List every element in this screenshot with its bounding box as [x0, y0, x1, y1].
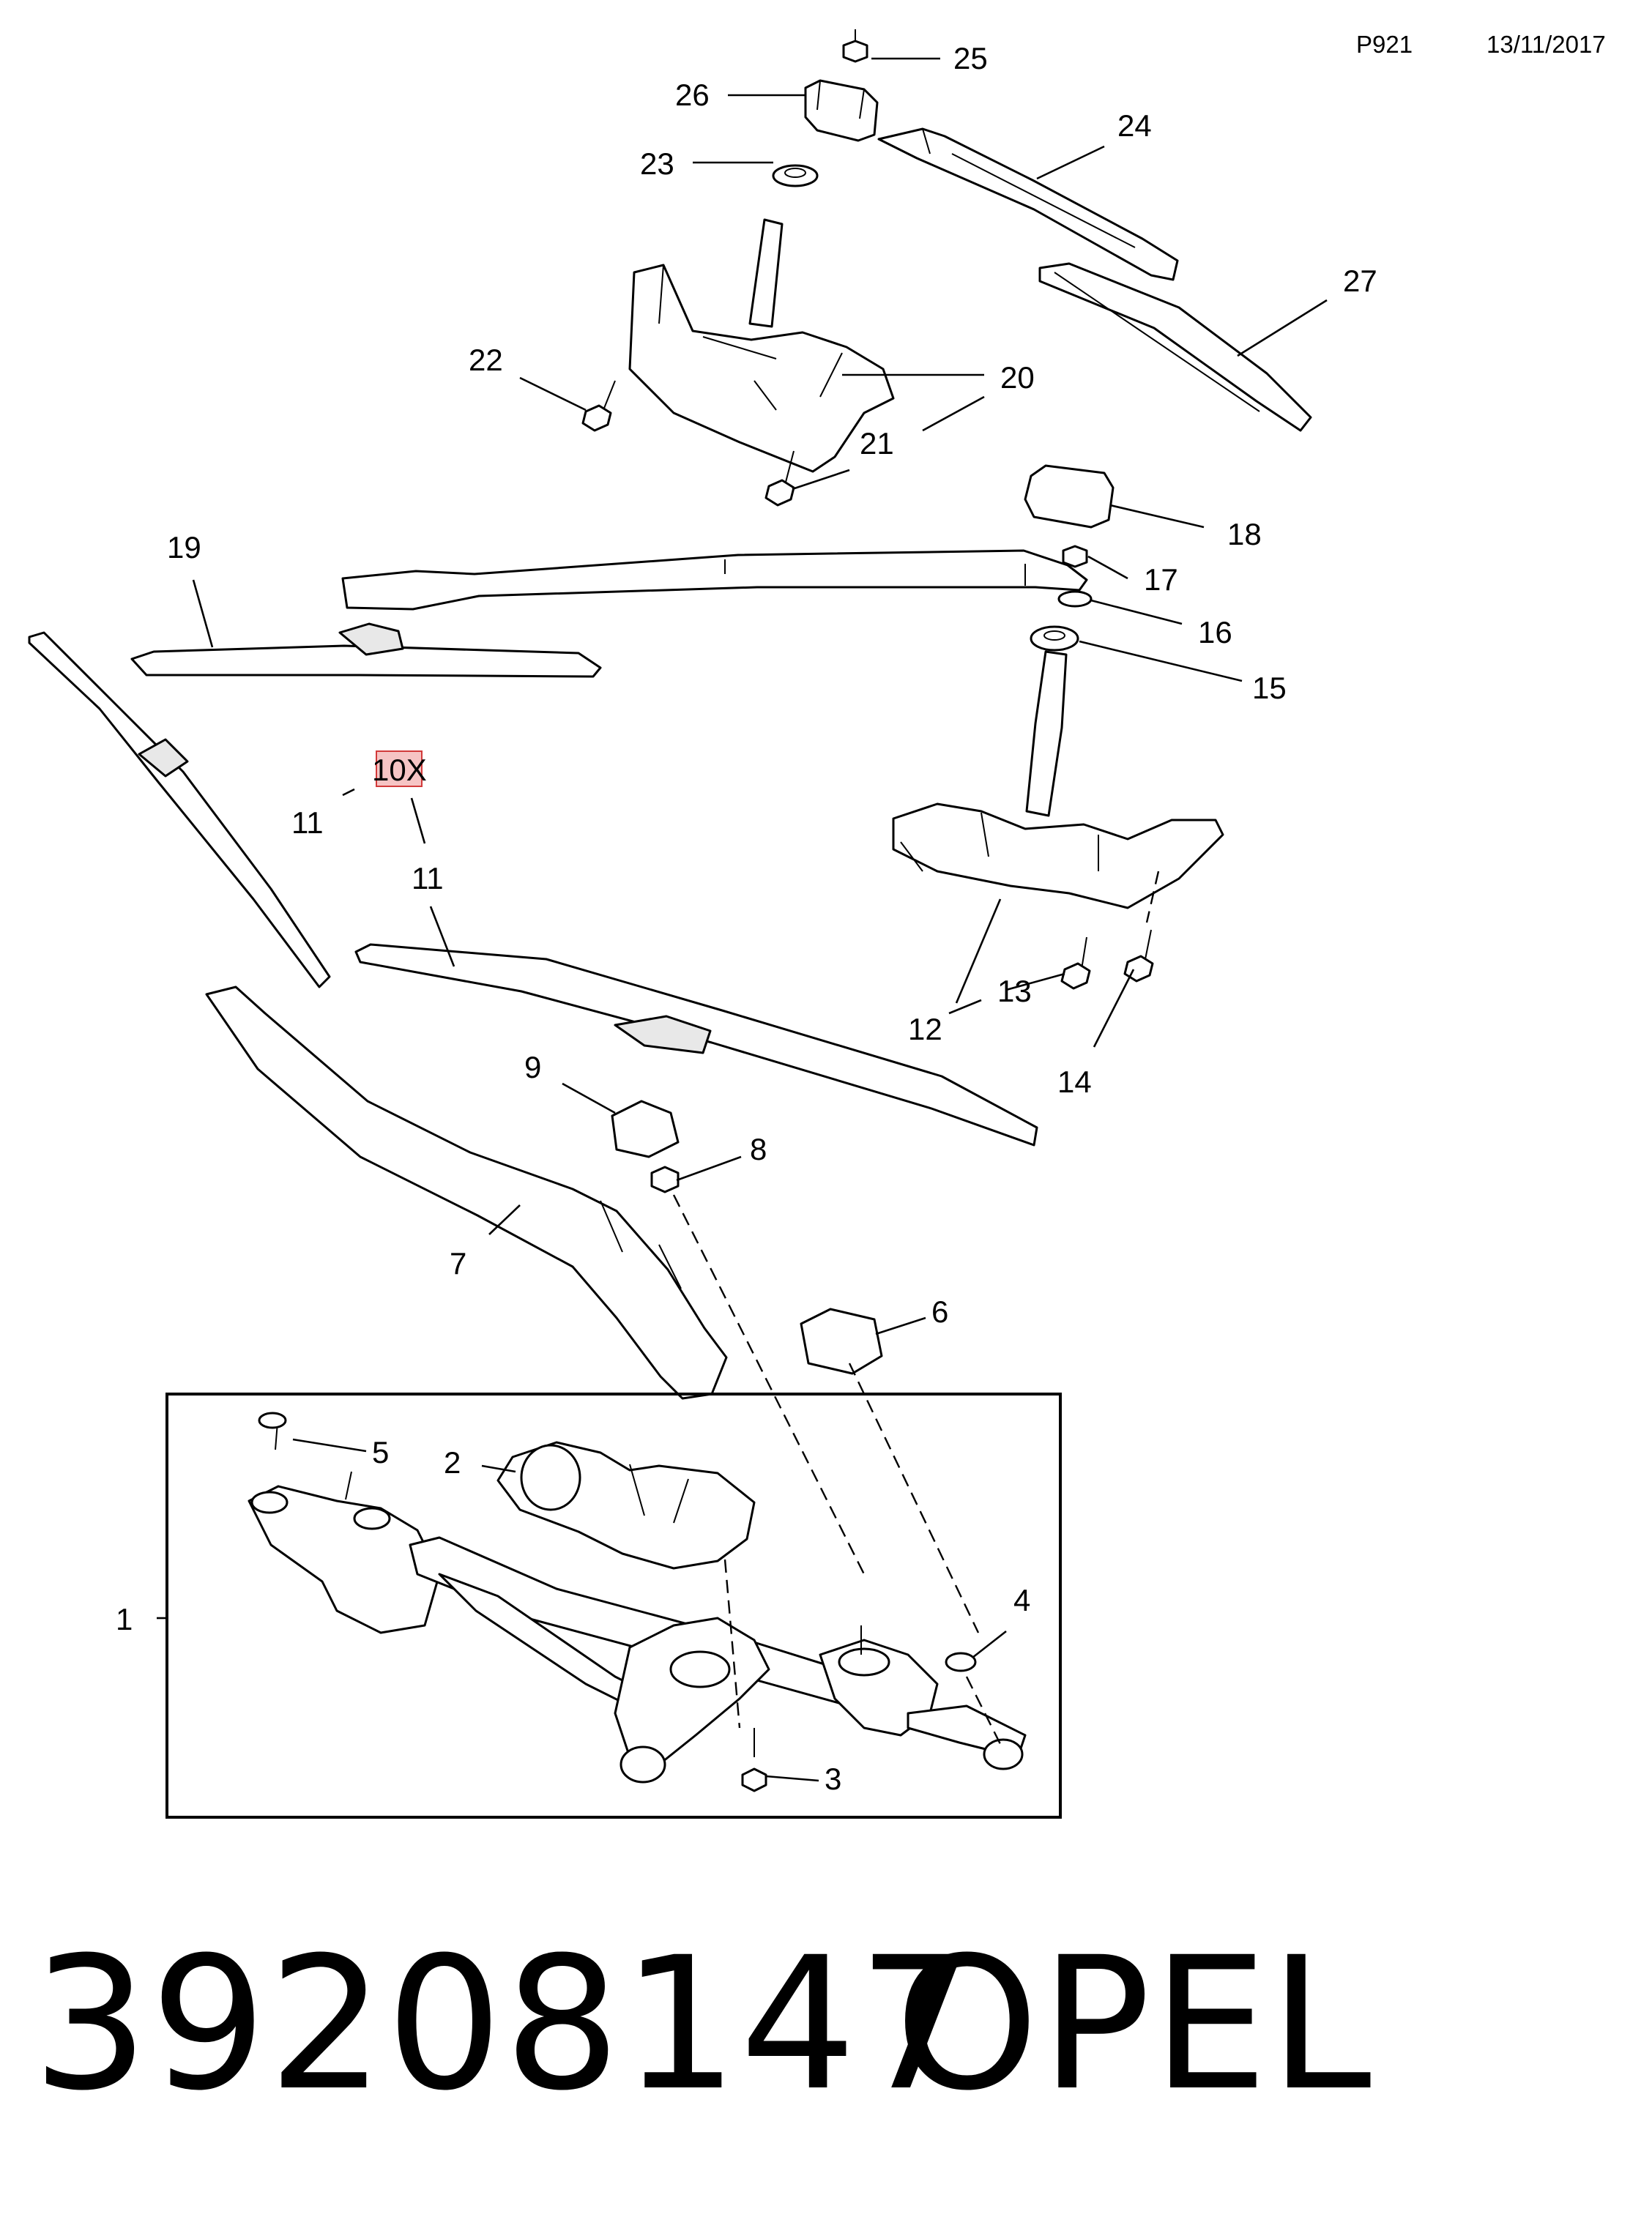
callout-9: 9 [524, 1050, 541, 1084]
part-26-cap [804, 79, 879, 142]
part-14-bolt [1123, 929, 1154, 983]
part-8-nut [650, 1166, 680, 1193]
part-22-bolt [581, 380, 616, 432]
leaders-front-right [192, 504, 1243, 1048]
part-11-blade-left [28, 631, 331, 988]
callout-13: 13 [997, 974, 1032, 1008]
callout-labels: 1 2 3 4 5 6 7 8 9 10X 11 11 12 13 14 15 … [116, 41, 1377, 1796]
callout-23: 23 [640, 146, 674, 181]
callout-21: 21 [860, 426, 894, 461]
part-20-rear-motor [628, 264, 895, 473]
page-date: 13/11/2017 [1487, 31, 1606, 58]
center-crank [614, 1617, 770, 1766]
callout-3: 3 [825, 1762, 841, 1796]
callout-22: 22 [469, 343, 503, 377]
part-15-washer [1030, 625, 1079, 652]
callout-4: 4 [1013, 1583, 1030, 1617]
callout-8: 8 [750, 1132, 767, 1166]
part-11-blade-right [354, 943, 1038, 1147]
part-27-rear-blade [1038, 262, 1312, 432]
front-left-group [28, 631, 1038, 1633]
callout-19: 19 [167, 530, 201, 565]
part-3-screw [741, 1728, 767, 1792]
part-23-washer [772, 164, 819, 187]
part-24-rear-arm [877, 127, 1179, 281]
part-1-linkage-assembly [248, 1412, 1027, 1792]
callout-11-right: 11 [412, 861, 444, 895]
assembly-frame-1 [165, 1393, 1062, 1819]
callout-10x: 10X [372, 753, 427, 787]
callout-25: 25 [953, 41, 988, 75]
callout-18: 18 [1227, 517, 1262, 551]
part-21-bolt [764, 450, 795, 507]
part-4-washer [945, 1652, 977, 1672]
highlight-10x [376, 750, 423, 787]
part-7-wiper-arm [205, 985, 728, 1400]
front-right-spindle [1025, 650, 1068, 817]
callout-24: 24 [1117, 108, 1152, 143]
callout-7: 7 [450, 1246, 466, 1281]
part-13-bolt [1060, 936, 1091, 990]
callout-6: 6 [931, 1294, 948, 1329]
part-17-nut [1062, 545, 1088, 568]
part-16-wiper-arm [341, 549, 1088, 611]
callout-14: 14 [1057, 1065, 1092, 1099]
callout-12: 12 [908, 1012, 942, 1046]
left-pivot [248, 1485, 441, 1634]
part-19-blade [130, 644, 602, 678]
leaders-rear [519, 57, 1328, 491]
callout-17: 17 [1144, 562, 1178, 597]
callout-20: 20 [1000, 360, 1035, 395]
callout-11-left: 11 [291, 805, 324, 840]
front-right-group [130, 464, 1224, 990]
part-12-right-pivot [892, 802, 1224, 909]
callout-26: 26 [675, 78, 710, 112]
leaders-front-left [342, 788, 926, 1335]
brand-name: OPEL [895, 1918, 1373, 2131]
leaders-assembly [292, 1438, 1007, 1782]
callout-15: 15 [1252, 671, 1287, 705]
page-code: P921 [1356, 31, 1413, 58]
callout-2: 2 [444, 1445, 461, 1480]
rear-wiper-group [581, 29, 1312, 507]
part-6-cap [800, 1308, 883, 1375]
part-18-cap [1024, 464, 1115, 529]
rear-spindle [748, 218, 784, 328]
part-5-bolt [258, 1412, 287, 1450]
callout-16: 16 [1198, 615, 1232, 649]
callout-27: 27 [1343, 264, 1377, 298]
callout-5: 5 [372, 1435, 389, 1469]
callout-1: 1 [116, 1602, 133, 1636]
part-number: 39208147 [32, 1918, 976, 2131]
part-9-cap [611, 1100, 680, 1158]
part-25-nut [842, 40, 868, 63]
